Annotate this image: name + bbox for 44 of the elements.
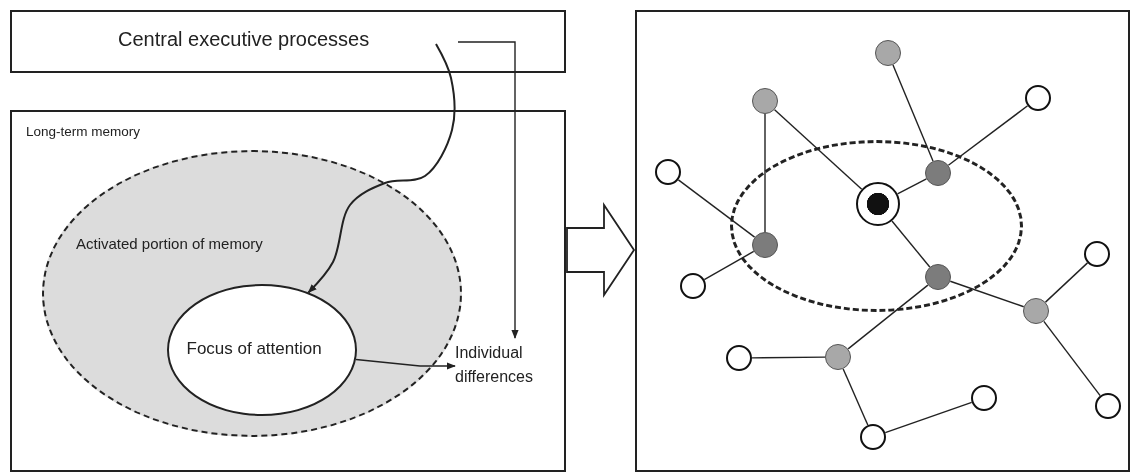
connector-line [703, 250, 755, 281]
block-arrow [566, 202, 636, 298]
panel-heading: Long-term memory [26, 124, 141, 141]
connector-line [773, 109, 863, 190]
connector-line [847, 284, 929, 350]
dashed-ellipse [730, 140, 1023, 312]
active-node-circle [875, 40, 901, 66]
connector-line [1044, 262, 1089, 303]
inactive-node-circle [971, 385, 997, 411]
arrow [355, 358, 456, 370]
arrow [457, 41, 519, 339]
active-node-circle [925, 160, 951, 186]
active-node-circle [925, 264, 951, 290]
connector-line [1043, 320, 1101, 397]
memory-panel [10, 110, 566, 472]
inactive-node-circle [860, 424, 886, 450]
connector-line [947, 105, 1029, 166]
active-node-circle [1023, 298, 1049, 324]
connector-line [896, 178, 928, 195]
ellipse-label: Focus of attention [186, 338, 322, 359]
focus-node-circle [856, 182, 900, 226]
inactive-node-circle [1095, 393, 1121, 419]
active-node-circle [752, 88, 778, 114]
arrow [307, 43, 456, 294]
inactive-node-circle [655, 159, 681, 185]
connector-line [892, 64, 934, 162]
text-label: Individual differences [455, 343, 534, 387]
box-title: Central executive processes [118, 27, 370, 51]
connector-line [884, 401, 973, 434]
connector-line [842, 368, 869, 426]
connector-line [949, 280, 1025, 308]
connector-line [891, 220, 931, 268]
inactive-node-circle [680, 273, 706, 299]
connector-line [764, 113, 766, 233]
region-label: Activated portion of memory [76, 235, 263, 253]
network-panel [635, 10, 1130, 472]
process-box [10, 10, 566, 73]
active-node-circle [825, 344, 851, 370]
inactive-node-circle [726, 345, 752, 371]
connector-line [751, 356, 826, 359]
inactive-node-circle [1025, 85, 1051, 111]
connector-line [677, 179, 756, 238]
active-node-circle [752, 232, 778, 258]
inactive-node-circle [1084, 241, 1110, 267]
